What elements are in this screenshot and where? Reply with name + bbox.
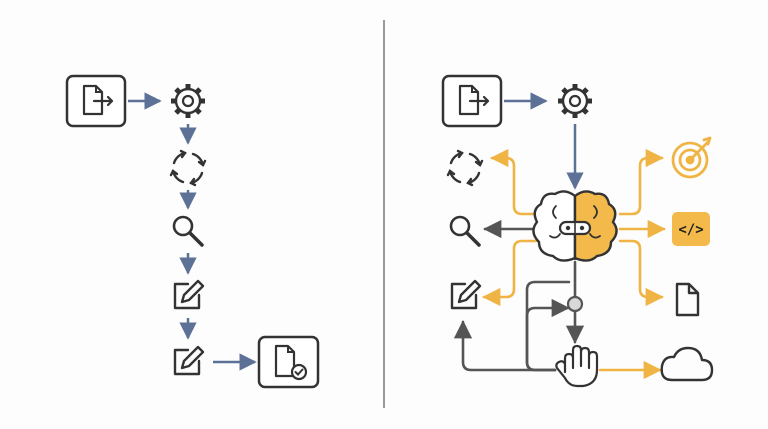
junction-node xyxy=(566,295,584,313)
arrow-brain-to-target xyxy=(618,148,664,216)
arrow-brain-to-edit xyxy=(482,239,542,307)
left-workflow xyxy=(65,74,320,389)
magnifier-icon xyxy=(172,215,204,247)
loop-hand-to-edit xyxy=(453,320,557,372)
code-icon: </> xyxy=(672,212,710,246)
document-icon xyxy=(675,282,700,317)
file-export-icon xyxy=(65,74,127,128)
cloud-icon xyxy=(660,346,714,382)
target-icon xyxy=(671,136,712,179)
code-label: </> xyxy=(678,222,703,238)
brain-dark-arrows xyxy=(453,219,585,372)
edit-icon xyxy=(173,279,205,310)
gear-icon xyxy=(171,84,205,118)
right-workflow: </> xyxy=(441,74,714,388)
magnifier-icon xyxy=(449,215,481,247)
hand-icon xyxy=(555,344,599,388)
file-export-icon xyxy=(441,74,503,128)
refresh-cycle-icon xyxy=(446,149,484,187)
loop-hand-to-node xyxy=(525,298,570,372)
brain-output-arrows xyxy=(482,148,666,380)
edit-icon xyxy=(173,345,205,376)
edit-icon xyxy=(450,279,482,310)
brain-icon xyxy=(532,190,618,262)
arrow-brain-to-cycle xyxy=(490,148,542,216)
gear-icon xyxy=(558,84,592,118)
arrow-brain-to-document xyxy=(618,239,664,307)
refresh-cycle-icon xyxy=(169,149,207,187)
file-check-icon xyxy=(257,335,320,389)
loop-hand-to-brain xyxy=(525,280,571,372)
